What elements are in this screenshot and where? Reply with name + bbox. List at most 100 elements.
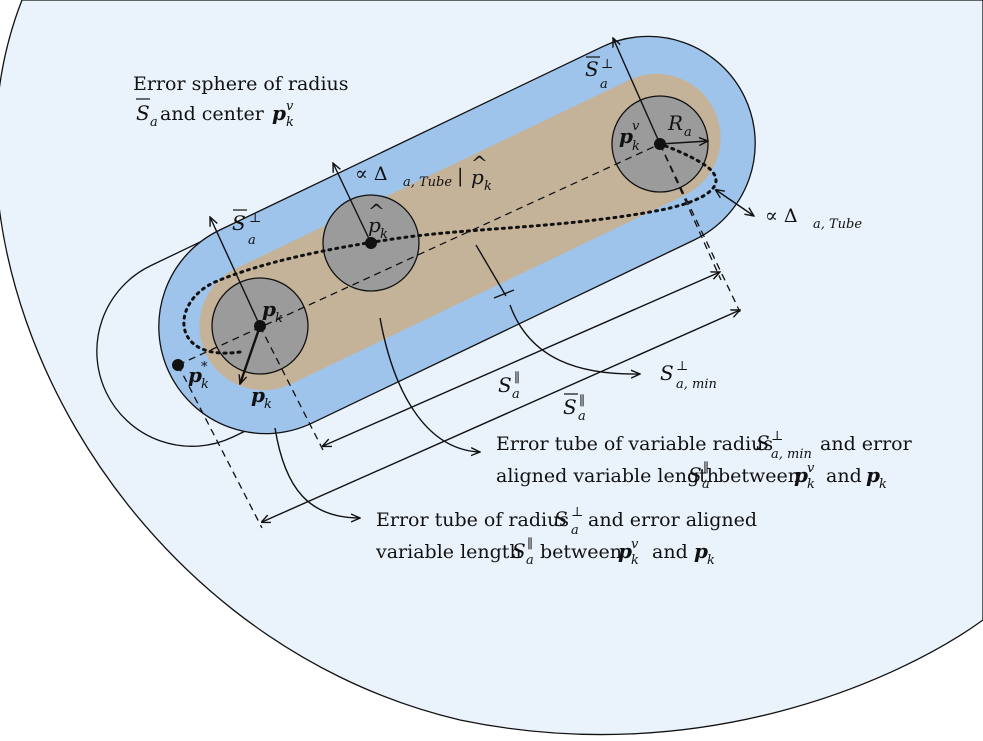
svg-text:p: p xyxy=(619,124,633,148)
svg-text:Error tube of variable radius: Error tube of variable radius xyxy=(496,433,773,455)
p-hat-label: p ^ k xyxy=(368,199,388,242)
svg-text:k: k xyxy=(807,477,815,492)
svg-text:k: k xyxy=(286,115,294,130)
tube-text: Error tube of radius S ⊥ a and error ali… xyxy=(375,505,757,568)
svg-text:a: a xyxy=(600,77,608,92)
svg-text:p: p xyxy=(866,463,880,487)
svg-text:S: S xyxy=(585,57,599,81)
svg-text:k: k xyxy=(631,553,639,568)
svg-text:and error aligned: and error aligned xyxy=(588,509,757,531)
svg-text:S: S xyxy=(688,463,702,487)
svg-text:∥: ∥ xyxy=(514,371,520,386)
svg-text:k: k xyxy=(707,553,715,568)
svg-text:∝ Δ: ∝ Δ xyxy=(765,205,798,227)
svg-text:a: a xyxy=(150,115,158,130)
svg-text:variable length: variable length xyxy=(375,541,522,563)
svg-text:p: p xyxy=(262,297,276,321)
s-bar-perp-top: S ⊥ a xyxy=(585,56,613,92)
svg-text:a: a xyxy=(248,233,256,248)
svg-text:k: k xyxy=(632,139,640,154)
arrow-s-perp-right xyxy=(613,38,661,145)
svg-text:a: a xyxy=(512,387,520,402)
svg-text:a, min: a, min xyxy=(771,447,812,462)
delta-hat-label: ∝ Δ a, Tube | p ^ k xyxy=(355,151,492,194)
svg-text:aligned variable length: aligned variable length xyxy=(496,465,719,487)
svg-text:∥: ∥ xyxy=(703,461,709,476)
svg-text:∝ Δ: ∝ Δ xyxy=(355,163,388,185)
leader-tube xyxy=(274,427,360,518)
svg-text:k: k xyxy=(879,477,887,492)
s-perp-min-label: S ⊥ a, min xyxy=(660,359,717,392)
ext-line-4 xyxy=(659,143,722,281)
svg-text:R: R xyxy=(667,111,683,135)
dot-p-k xyxy=(254,320,266,332)
svg-text:p: p xyxy=(272,101,286,125)
svg-text:p: p xyxy=(251,383,265,407)
svg-text:S: S xyxy=(554,507,568,531)
p-v-label: p k v xyxy=(619,119,640,154)
svg-text:v: v xyxy=(631,537,639,552)
svg-text:S: S xyxy=(563,395,577,419)
s-min-tick xyxy=(493,289,515,299)
dot-p-hat xyxy=(365,237,377,249)
svg-text:v: v xyxy=(807,461,815,476)
svg-text:p: p xyxy=(794,463,808,487)
svg-text:Error tube of radius: Error tube of radius xyxy=(376,509,569,531)
arrow-delta-tube xyxy=(716,190,754,216)
svg-text:^: ^ xyxy=(368,199,385,223)
arrow-r-a xyxy=(659,141,708,144)
dot-p-k-star xyxy=(172,359,184,371)
svg-text:⊥: ⊥ xyxy=(601,57,613,72)
trajectory-dotted xyxy=(182,142,718,355)
p-k-star-label: p k * xyxy=(188,360,209,392)
svg-text:S: S xyxy=(512,539,526,563)
svg-text:p: p xyxy=(188,363,202,387)
svg-text:k: k xyxy=(484,179,492,194)
svg-text:⊥: ⊥ xyxy=(249,211,261,226)
svg-text:p: p xyxy=(618,539,632,563)
sphere-label-line1: Error sphere of radius xyxy=(133,73,349,95)
arrow-delta-hat xyxy=(333,163,372,244)
svg-text:⊥: ⊥ xyxy=(676,359,688,374)
svg-text:p: p xyxy=(694,539,708,563)
svg-text:and: and xyxy=(826,465,862,487)
svg-text:⊥: ⊥ xyxy=(571,505,583,520)
s-bar-para-label: S ∥ a xyxy=(563,393,586,424)
svg-text:⊥: ⊥ xyxy=(771,429,783,444)
arrow-p-k-down xyxy=(240,325,262,384)
leader-s-min xyxy=(509,304,640,374)
svg-text:a: a xyxy=(578,409,586,424)
svg-text:and: and xyxy=(652,541,688,563)
svg-text:between: between xyxy=(718,465,800,487)
svg-text:a, min: a, min xyxy=(676,377,717,392)
svg-text:k: k xyxy=(380,227,388,242)
svg-text:a, Tube: a, Tube xyxy=(403,175,452,190)
svg-text:k: k xyxy=(264,397,272,412)
tube-var-text: Error tube of variable radius S ⊥ a, min… xyxy=(496,429,913,492)
svg-text:a: a xyxy=(702,477,710,492)
s-bar-perp-left: S ⊥ a xyxy=(232,209,261,248)
svg-text:a: a xyxy=(571,523,579,538)
svg-text:v: v xyxy=(632,119,640,134)
svg-text:p: p xyxy=(368,213,381,237)
svg-text:k: k xyxy=(275,311,283,326)
svg-text:S: S xyxy=(232,211,246,235)
dot-p-v xyxy=(654,138,666,150)
dim-s-bar-para xyxy=(262,310,740,522)
svg-text:and error: and error xyxy=(820,433,913,455)
svg-text:a, Tube: a, Tube xyxy=(813,217,862,232)
svg-text:a: a xyxy=(526,553,534,568)
svg-text:∥: ∥ xyxy=(579,394,585,409)
svg-text:S: S xyxy=(136,101,150,125)
p-k-below-label: p k xyxy=(251,383,272,412)
arrow-s-min xyxy=(475,244,507,297)
svg-text:and center: and center xyxy=(160,103,265,125)
svg-text:a: a xyxy=(684,125,692,140)
ext-line-1 xyxy=(177,364,263,529)
delta-tube-right-label: ∝ Δ a, Tube xyxy=(765,205,862,232)
leader-tube-var xyxy=(379,317,480,452)
svg-text:k: k xyxy=(201,377,209,392)
svg-text:|: | xyxy=(457,165,463,187)
svg-text:S: S xyxy=(498,373,512,397)
